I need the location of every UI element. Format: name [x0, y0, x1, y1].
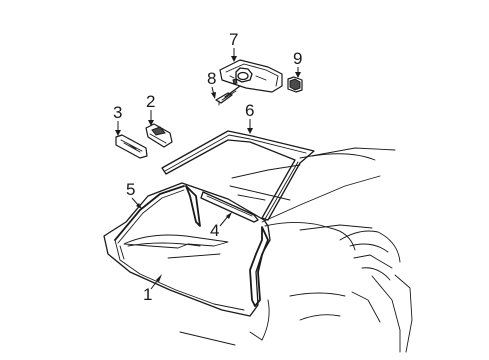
- windshield-glass-part: [103, 182, 271, 317]
- mirror-bracket-part: [215, 85, 241, 106]
- callout-1: 1: [143, 274, 162, 304]
- callout-number-4: 4: [210, 221, 219, 240]
- callout-number-1: 1: [143, 285, 152, 304]
- callout-number-6: 6: [245, 101, 254, 120]
- side-molding-part: [200, 191, 259, 223]
- reveal-molding-part: [114, 185, 269, 311]
- callout-number-9: 9: [293, 49, 302, 68]
- sun-visor-clip-part: [145, 123, 173, 148]
- vehicle-body-outline: [179, 147, 413, 353]
- callout-number-5: 5: [126, 180, 135, 199]
- callout-number-3: 3: [113, 103, 122, 122]
- callout-9: 9: [293, 49, 302, 78]
- id-plate-part: [115, 134, 148, 159]
- callout-number-8: 8: [207, 69, 216, 88]
- callout-number-2: 2: [146, 92, 155, 111]
- weatherstrip-part: [161, 130, 315, 221]
- rearview-mirror-part: [219, 59, 283, 93]
- callout-number-7: 7: [229, 30, 238, 49]
- callout-2: 2: [146, 92, 155, 126]
- callout-7: 7: [229, 30, 238, 62]
- mirror-mount-pad-part: [287, 76, 303, 93]
- callout-5: 5: [126, 180, 142, 209]
- callout-6: 6: [245, 101, 254, 134]
- callout-8: 8: [207, 69, 216, 99]
- callout-4: 4: [210, 212, 232, 240]
- callout-3: 3: [113, 103, 122, 136]
